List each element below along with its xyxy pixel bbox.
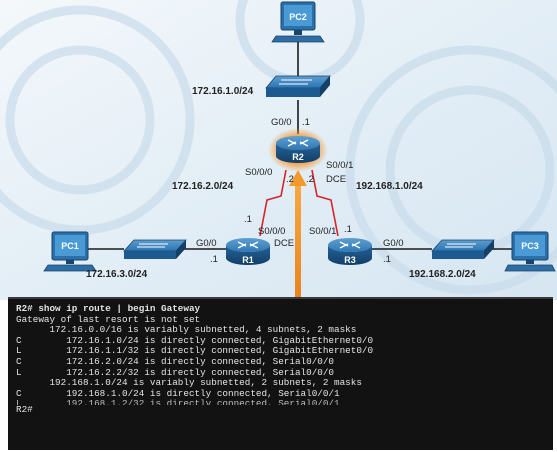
- r2-label: R2: [292, 152, 304, 162]
- r2-dce-label: DCE: [326, 174, 346, 185]
- r1-s000-host-label: .1: [244, 214, 252, 225]
- terminal-line: L 172.16.2.2/32 is directly connected, S…: [16, 366, 335, 378]
- highlight-arrow: [289, 170, 307, 300]
- pc3-label: PC3: [521, 241, 539, 251]
- r1-g00-host-label: .1: [210, 254, 218, 265]
- network-label-192-168-1: 192.168.1.0/24: [356, 181, 423, 192]
- r3-s001-label: S0/0/1: [309, 226, 336, 237]
- network-label-172-16-3: 172.16.3.0/24: [86, 269, 148, 280]
- r2-router-icon: [268, 128, 328, 172]
- terminal-line: Gateway of last resort is not set: [16, 313, 201, 325]
- terminal-line: C 172.16.1.0/24 is directly connected, G…: [16, 334, 374, 346]
- topology-diagram: PC2 R2 R1 R3: [0, 0, 557, 300]
- switch-r1-lan-icon: [123, 239, 187, 259]
- r3-s001-host-label: .1: [344, 224, 352, 235]
- terminal-line: L 172.16.1.1/32 is directly connected, G…: [16, 345, 374, 357]
- terminal-prompt[interactable]: R2#: [16, 404, 33, 416]
- terminal-command-line: R2# show ip route | begin Gateway: [16, 303, 201, 314]
- r2-s001-host-label: .2: [306, 174, 314, 185]
- terminal-line: 192.168.1.0/24 is variably subnetted, 2 …: [16, 377, 362, 389]
- network-label-172-16-1: 172.16.1.0/24: [192, 86, 254, 97]
- terminal-clipped-line: L 192.168.1.2/32 is directly connected, …: [16, 399, 340, 406]
- r1-label: R1: [242, 255, 254, 265]
- r1-g00-label: G0/0: [196, 238, 217, 249]
- terminal-line: C 192.168.1.0/24 is directly connected, …: [16, 387, 340, 399]
- serial-link-r2-r1: [259, 169, 287, 237]
- serial-link-r2-r3: [311, 169, 339, 237]
- r3-g00-host-label: .1: [383, 254, 391, 265]
- pc2-icon: [271, 1, 325, 43]
- switch-r3-lan-icon: [431, 239, 495, 259]
- r1-router-icon: [226, 238, 270, 265]
- pc1-label: PC1: [61, 241, 79, 251]
- terminal-line: C 172.16.2.0/24 is directly connected, S…: [16, 355, 335, 367]
- r3-g00-label: G0/0: [383, 238, 404, 249]
- r2-g00-host-label: .1: [302, 117, 310, 128]
- pc1-icon: [43, 231, 97, 272]
- network-label-172-16-2: 172.16.2.0/24: [172, 181, 234, 192]
- network-label-192-168-2: 192.168.2.0/24: [409, 269, 476, 280]
- r2-s001-label: S0/0/1: [326, 160, 353, 171]
- pc2-label: PC2: [289, 12, 307, 22]
- r3-router-icon: [328, 238, 372, 265]
- r1-dce-label: DCE: [274, 238, 294, 249]
- r1-s000-label: S0/0/0: [258, 226, 285, 237]
- topology-svg: PC2 R2 R1 R3: [0, 0, 557, 300]
- pc3-icon: [504, 231, 556, 272]
- r3-label: R3: [344, 255, 356, 265]
- r2-s000-label: S0/0/0: [245, 167, 272, 178]
- terminal-output: R2# show ip route | begin Gateway Gatewa…: [8, 297, 553, 450]
- r2-g00-label: G0/0: [271, 117, 292, 128]
- terminal-line: 172.16.0.0/16 is variably subnetted, 4 s…: [16, 324, 357, 336]
- switch-r2-lan-icon: [265, 75, 331, 97]
- r2-s000-host-label: .2: [286, 174, 294, 185]
